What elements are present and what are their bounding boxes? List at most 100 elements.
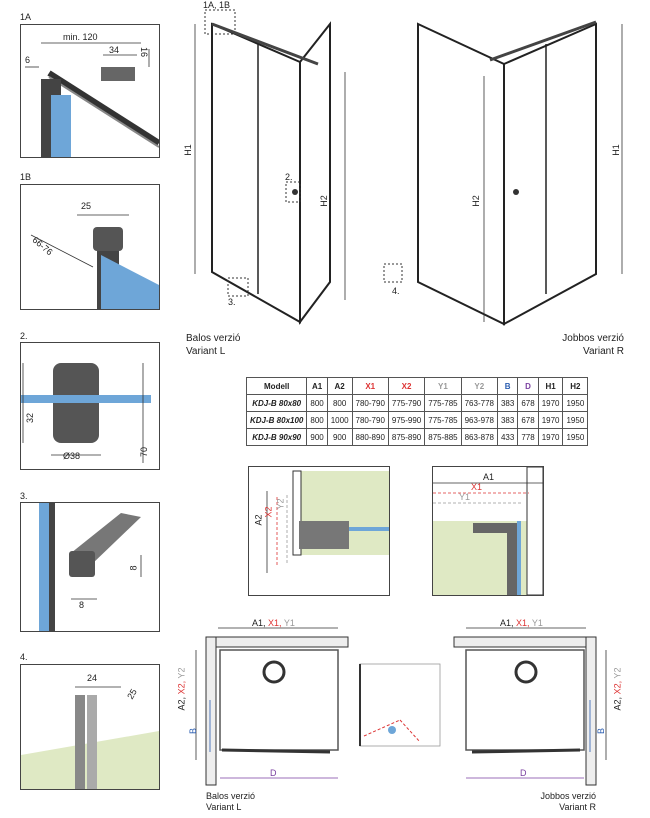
cell: 1970	[537, 428, 564, 446]
cell: 1000	[326, 411, 353, 429]
cell: 780-790	[351, 411, 389, 429]
plan-right-d: D	[520, 768, 527, 778]
plan-left-side-dims: A2, X2, Y2	[176, 668, 186, 711]
plan-right-y2: Y2	[612, 667, 623, 679]
cell: 900	[326, 428, 353, 446]
detail-3-v1: 8	[79, 600, 85, 610]
section-y1: Y1	[459, 492, 471, 502]
cell: 800	[306, 411, 328, 429]
table-header-row: Modell A1 A2 X1 X2 Y1 Y2 B D H1 H2	[245, 377, 589, 395]
th-y1: Y1	[424, 377, 462, 395]
detail-2-v2: 70	[139, 446, 150, 458]
cell: 780-790	[351, 394, 389, 412]
cell: 678	[517, 394, 539, 412]
cell: KDJ-B 80x80	[245, 394, 308, 412]
th-x2: X2	[387, 377, 426, 395]
plan-left-d: D	[270, 768, 277, 778]
caption-left-hu: Balos verzió	[186, 333, 241, 344]
cell: 775-785	[424, 394, 462, 412]
section-x1: X1	[471, 482, 483, 492]
section-x2: X2	[263, 506, 274, 518]
section-right-box: A1 X1 Y1	[432, 466, 544, 596]
detail-1a-v3: 6	[25, 55, 31, 65]
th-a1: A1	[306, 377, 328, 395]
cell: 875-890	[387, 428, 426, 446]
cell: 775-785	[424, 411, 462, 429]
callout-3: 3.	[228, 297, 236, 307]
detail-1b-drawing	[30, 214, 159, 309]
cell: 433	[496, 428, 519, 446]
detail-4-box: 24 25	[20, 664, 160, 790]
caption-right-hu: Jobbos verzió	[562, 333, 624, 344]
cell: 880-890	[351, 428, 389, 446]
plan-right-b: B	[596, 727, 607, 735]
detail-2-drawing	[21, 363, 151, 463]
th-h1: H1	[537, 377, 564, 395]
callout-2: 2.	[285, 172, 293, 182]
callout-1a-1b: 1A, 1B	[203, 0, 231, 10]
detail-4-drawing	[21, 686, 159, 789]
main-h2-right: H2	[470, 195, 481, 207]
cell: 775-790	[387, 394, 426, 412]
cell: 1950	[562, 428, 589, 446]
plan-caption-right-en: Variant R	[559, 802, 596, 812]
section-a2: A2	[253, 514, 264, 526]
main-elevation-drawing	[194, 9, 623, 326]
plan-left-y1: Y1	[283, 618, 295, 628]
plan-right-side-dims: A2, X2, Y2	[612, 668, 622, 711]
cell: 800	[326, 394, 353, 412]
caption-right-en: Variant R	[583, 346, 624, 357]
plan-caption-left-en: Variant L	[206, 802, 242, 812]
detail-3-label: 3.	[20, 491, 28, 501]
plan-left-a2: A2,	[176, 696, 187, 711]
section-a1: A1	[483, 472, 495, 482]
plan-right-x2: X2,	[612, 680, 623, 695]
detail-4-label: 4.	[20, 652, 28, 662]
cell: 975-990	[387, 411, 426, 429]
detail-3-drawing	[39, 503, 142, 631]
detail-1a-drawing	[25, 42, 159, 157]
cell: KDJ-B 90x90	[245, 428, 308, 446]
cell: 1970	[537, 394, 564, 412]
th-b: B	[496, 377, 519, 395]
cell: 383	[496, 411, 519, 429]
cell: 1970	[537, 411, 564, 429]
main-h1-left: H1	[182, 144, 193, 156]
elevation-caption-right: Jobbos verzió Variant R	[520, 332, 624, 358]
section-right-drawing	[433, 467, 543, 595]
th-x1: X1	[351, 377, 389, 395]
plan-left-x1: X1,	[268, 618, 282, 628]
cell: 863-878	[460, 428, 498, 446]
th-d: D	[517, 377, 539, 395]
plan-right-top-dims: A1, X1, Y1	[500, 618, 543, 628]
th-y2: Y2	[460, 377, 498, 395]
detail-1a-v1: 34	[109, 45, 120, 55]
plan-left-b: B	[188, 727, 199, 735]
plan-right-x1: X1,	[516, 618, 530, 628]
detail-3-v2: 8	[128, 565, 139, 571]
cell: 778	[517, 428, 539, 446]
section-y2: Y2	[275, 498, 286, 510]
plan-right-a2: A2,	[612, 696, 623, 711]
th-a2: A2	[326, 377, 353, 395]
plan-left-a1: A1,	[252, 618, 266, 628]
plan-left-top-dims: A1, X1, Y1	[252, 618, 295, 628]
plan-caption-left: Balos verzió Variant L	[206, 791, 255, 813]
detail-4-v1: 24	[87, 673, 98, 683]
plan-right-y1: Y1	[531, 618, 543, 628]
detail-3-box: 8 8	[20, 502, 160, 632]
cell: 963-978	[460, 411, 498, 429]
cell: 900	[306, 428, 328, 446]
section-left-drawing	[266, 470, 389, 573]
detail-1a-box: min. 120 34 16 6	[20, 24, 160, 158]
table-row: KDJ-B 80x80 800 800 780-790 775-790 775-…	[245, 394, 589, 412]
dimension-table: Modell A1 A2 X1 X2 Y1 Y2 B D H1 H2 KDJ-B…	[245, 377, 589, 446]
elevation-caption-left: Balos verzió Variant L	[186, 332, 240, 358]
cell: KDJ-B 80x100	[245, 411, 308, 429]
cell: 1950	[562, 411, 589, 429]
table-row: KDJ-B 80x100 800 1000 780-790 975-990 77…	[245, 411, 589, 429]
detail-2-v3: Ø38	[63, 451, 81, 461]
plan-right-a1: A1,	[500, 618, 514, 628]
cell: 763-778	[460, 394, 498, 412]
plan-caption-right-hu: Jobbos verzió	[540, 791, 596, 801]
